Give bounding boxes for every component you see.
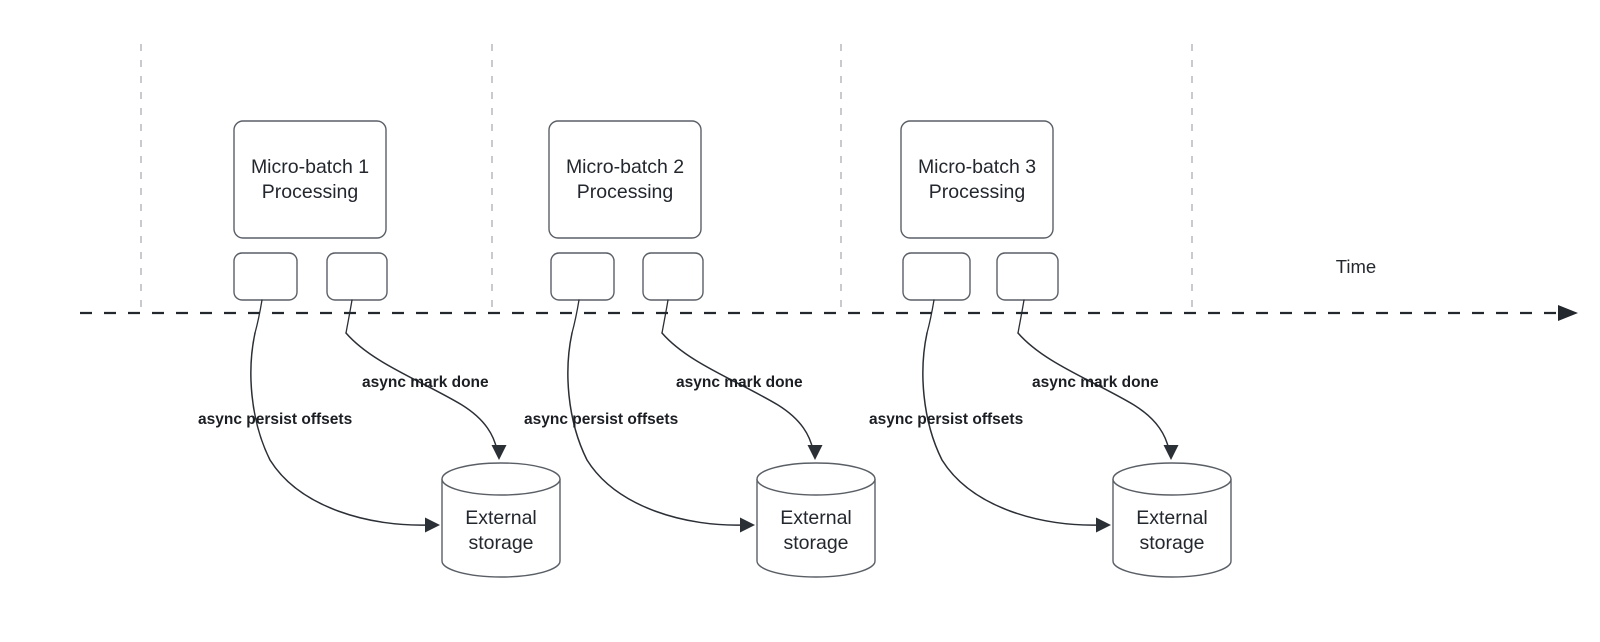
external-storage-3[interactable]: External storage	[1112, 462, 1232, 578]
micro-batch-3-title-line2: Processing	[929, 181, 1025, 203]
external-storage-2-label-line2: storage	[783, 532, 848, 554]
external-storage-1[interactable]: External storage	[441, 462, 561, 578]
async-mark-done-1-curve	[345, 332, 498, 451]
time-axis-label: Time	[1336, 256, 1376, 277]
micro-batch-1-box-shape	[233, 120, 387, 239]
mark-done-task-2b[interactable]	[642, 252, 704, 301]
mark-done-task-3b-connector	[1017, 299, 1025, 334]
async-persist-offsets-3-curve	[922, 332, 1102, 526]
external-storage-1-top-ellipse	[441, 462, 561, 496]
micro-batch-3-box-shape	[900, 120, 1054, 239]
offset-commit-task-2a-connector	[571, 299, 580, 334]
external-storage-2-label-line1: External	[780, 507, 852, 529]
micro-batch-2-title-line1: Micro-batch 2	[566, 156, 684, 178]
mark-done-task-3b[interactable]	[996, 252, 1059, 301]
async-persist-offsets-2-arrowhead	[740, 517, 755, 533]
external-storage-1-label-line2: storage	[468, 532, 533, 554]
async-persist-offsets-1-arrowhead	[425, 517, 440, 533]
external-storage-1-label-line1: External	[465, 507, 537, 529]
external-storage-2-body	[756, 479, 876, 578]
async-mark-done-3-label: async mark done	[1032, 374, 1159, 391]
async-mark-done-3-curve	[1017, 332, 1170, 451]
mark-done-task-1b-connector	[345, 299, 353, 334]
external-storage-2-top-ellipse	[756, 462, 876, 496]
offset-commit-task-1a-connector	[254, 299, 263, 334]
time-axis: Time	[80, 256, 1578, 321]
micro-batch-2-box-shape	[548, 120, 702, 239]
mark-done-task-2b-connector	[661, 299, 669, 334]
micro-batch-2-title-line2: Processing	[577, 181, 673, 203]
external-storage-3-label-line1: External	[1136, 507, 1208, 529]
micro-batch-1-processing-box[interactable]: Micro-batch 1 Processing	[233, 120, 387, 239]
boundary-guides	[140, 44, 1193, 313]
time-axis-arrowhead	[1558, 305, 1578, 321]
offset-commit-task-3a[interactable]	[902, 252, 971, 301]
async-persist-offsets-2-label: async persist offsets	[524, 411, 678, 428]
micro-batch-1-title-line1: Micro-batch 1	[251, 156, 369, 178]
external-storage-3-top-ellipse	[1112, 462, 1232, 496]
micro-batch-group-2: Micro-batch 2 Processing async persist off…	[524, 120, 876, 578]
async-mark-done-3-arrowhead	[1163, 445, 1179, 460]
external-storage-3-body	[1112, 479, 1232, 578]
offset-commit-task-2a[interactable]	[550, 252, 615, 301]
micro-batch-group-3: Micro-batch 3 Processing async persist off…	[869, 120, 1232, 578]
micro-batch-group-1: Micro-batch 1 Processing async persist off…	[198, 120, 561, 578]
micro-batch-3-processing-box[interactable]: Micro-batch 3 Processing	[900, 120, 1054, 239]
mark-done-task-1b[interactable]	[326, 252, 388, 301]
async-persist-offsets-1-curve	[250, 332, 431, 526]
micro-batch-groups: Micro-batch 1 Processing async persist off…	[198, 120, 1232, 578]
offset-commit-task-3a-connector	[926, 299, 935, 334]
async-mark-done-2-arrowhead	[807, 445, 823, 460]
async-mark-done-1-arrowhead	[491, 445, 507, 460]
micro-batch-1-title-line2: Processing	[262, 181, 358, 203]
async-mark-done-1-label: async mark done	[362, 374, 489, 391]
async-persist-offsets-1-label: async persist offsets	[198, 411, 352, 428]
async-persist-offsets-2-curve	[567, 332, 746, 526]
micro-batch-3-title-line1: Micro-batch 3	[918, 156, 1036, 178]
async-persist-offsets-3-label: async persist offsets	[869, 411, 1023, 428]
async-mark-done-2-curve	[661, 332, 814, 451]
async-persist-offsets-3-arrowhead	[1096, 517, 1111, 533]
micro-batch-2-processing-box[interactable]: Micro-batch 2 Processing	[548, 120, 702, 239]
external-storage-2[interactable]: External storage	[756, 462, 876, 578]
async-mark-done-2-label: async mark done	[676, 374, 803, 391]
external-storage-3-label-line2: storage	[1139, 532, 1204, 554]
offset-commit-task-1a[interactable]	[233, 252, 298, 301]
external-storage-1-body	[441, 479, 561, 578]
